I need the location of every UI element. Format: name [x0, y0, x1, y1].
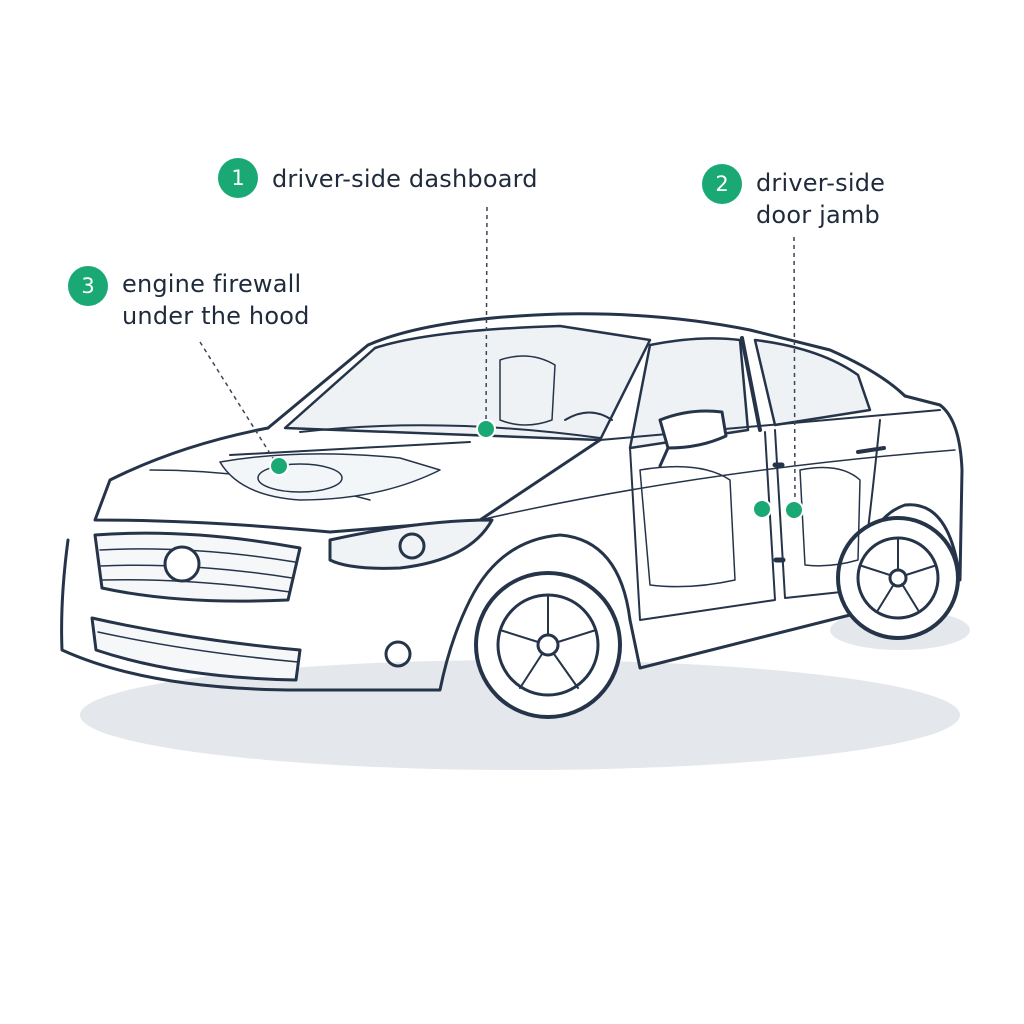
callout-dashboard: 1 driver-side dashboard [218, 158, 538, 198]
front-seat [499, 355, 556, 426]
callout-label: engine firewall under the hood [122, 270, 310, 330]
lower-grille [90, 616, 302, 682]
rear-seat-side [799, 466, 861, 567]
marker-firewall [269, 456, 289, 476]
engine-bay [219, 453, 441, 501]
callout-number-badge: 1 [218, 158, 258, 198]
leader-line-1 [485, 206, 488, 429]
dashboard [299, 424, 601, 439]
door-handle-rear [856, 446, 886, 454]
callout-label: driver-side door jamb [756, 169, 886, 229]
hood [93, 426, 602, 534]
fog-light [384, 640, 412, 668]
beltline [599, 409, 941, 441]
callout-number-badge: 2 [702, 164, 742, 204]
windshield [283, 324, 652, 442]
callout-door-jamb: 2 driver-side door jamb [702, 164, 885, 231]
front-door-outline [629, 431, 776, 621]
side-mirror [658, 409, 728, 450]
marker-door-jamb [784, 500, 804, 520]
callout-label: driver-side dashboard [272, 165, 538, 193]
marker-door-jamb-secondary [752, 499, 772, 519]
callout-number-badge: 3 [68, 266, 108, 306]
character-line [479, 449, 956, 521]
marker-dashboard [476, 419, 496, 439]
headlight [328, 518, 494, 570]
leader-line-3 [199, 341, 277, 464]
rear-side-window [753, 338, 872, 427]
rear-tire [836, 516, 960, 640]
badge-emblem [163, 545, 201, 583]
b-pillar [740, 336, 762, 432]
interior-seat-side [639, 465, 736, 588]
car-roof [266, 312, 907, 430]
callout-firewall: 3 engine firewall under the hood [68, 266, 310, 332]
front-bumper [60, 538, 472, 692]
steering-wheel [564, 411, 613, 421]
firewall [229, 441, 471, 456]
leader-line-2 [793, 236, 796, 509]
ground-shadow [80, 660, 960, 770]
